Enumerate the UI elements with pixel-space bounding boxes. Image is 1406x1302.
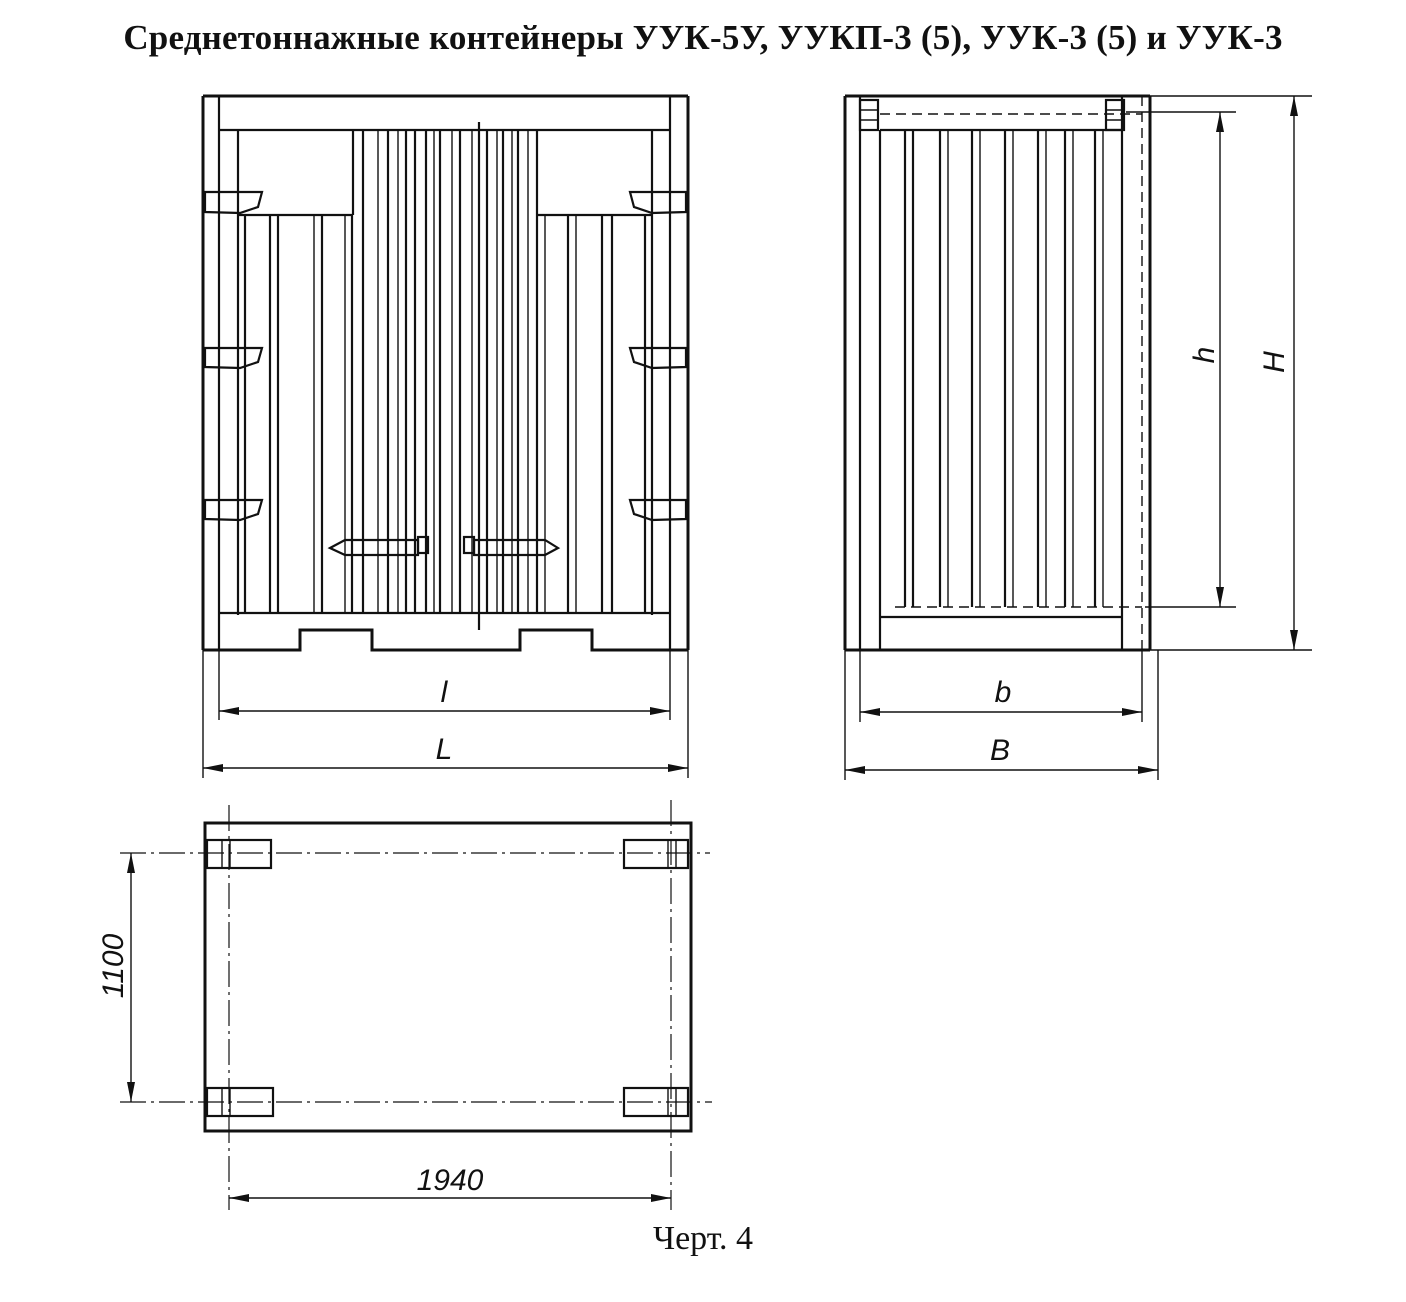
inner-width-label: b (995, 676, 1012, 709)
plan-width-label: 1100 (97, 933, 130, 998)
side-view: h H b B (843, 94, 1312, 780)
outer-width-label: B (990, 734, 1010, 767)
inner-length-label: l (441, 676, 449, 709)
front-view: l L (201, 94, 690, 778)
outer-height-label: H (1258, 351, 1291, 373)
plan-view: 1100 1940 (97, 800, 712, 1210)
inner-height-label: h (1188, 347, 1221, 364)
page-title: Среднетоннажные контейнеры УУК-5У, УУКП-… (123, 18, 1283, 57)
figure-caption: Черт. 4 (652, 1220, 754, 1257)
plan-length-label: 1940 (417, 1164, 484, 1197)
outer-length-label: L (436, 733, 453, 766)
